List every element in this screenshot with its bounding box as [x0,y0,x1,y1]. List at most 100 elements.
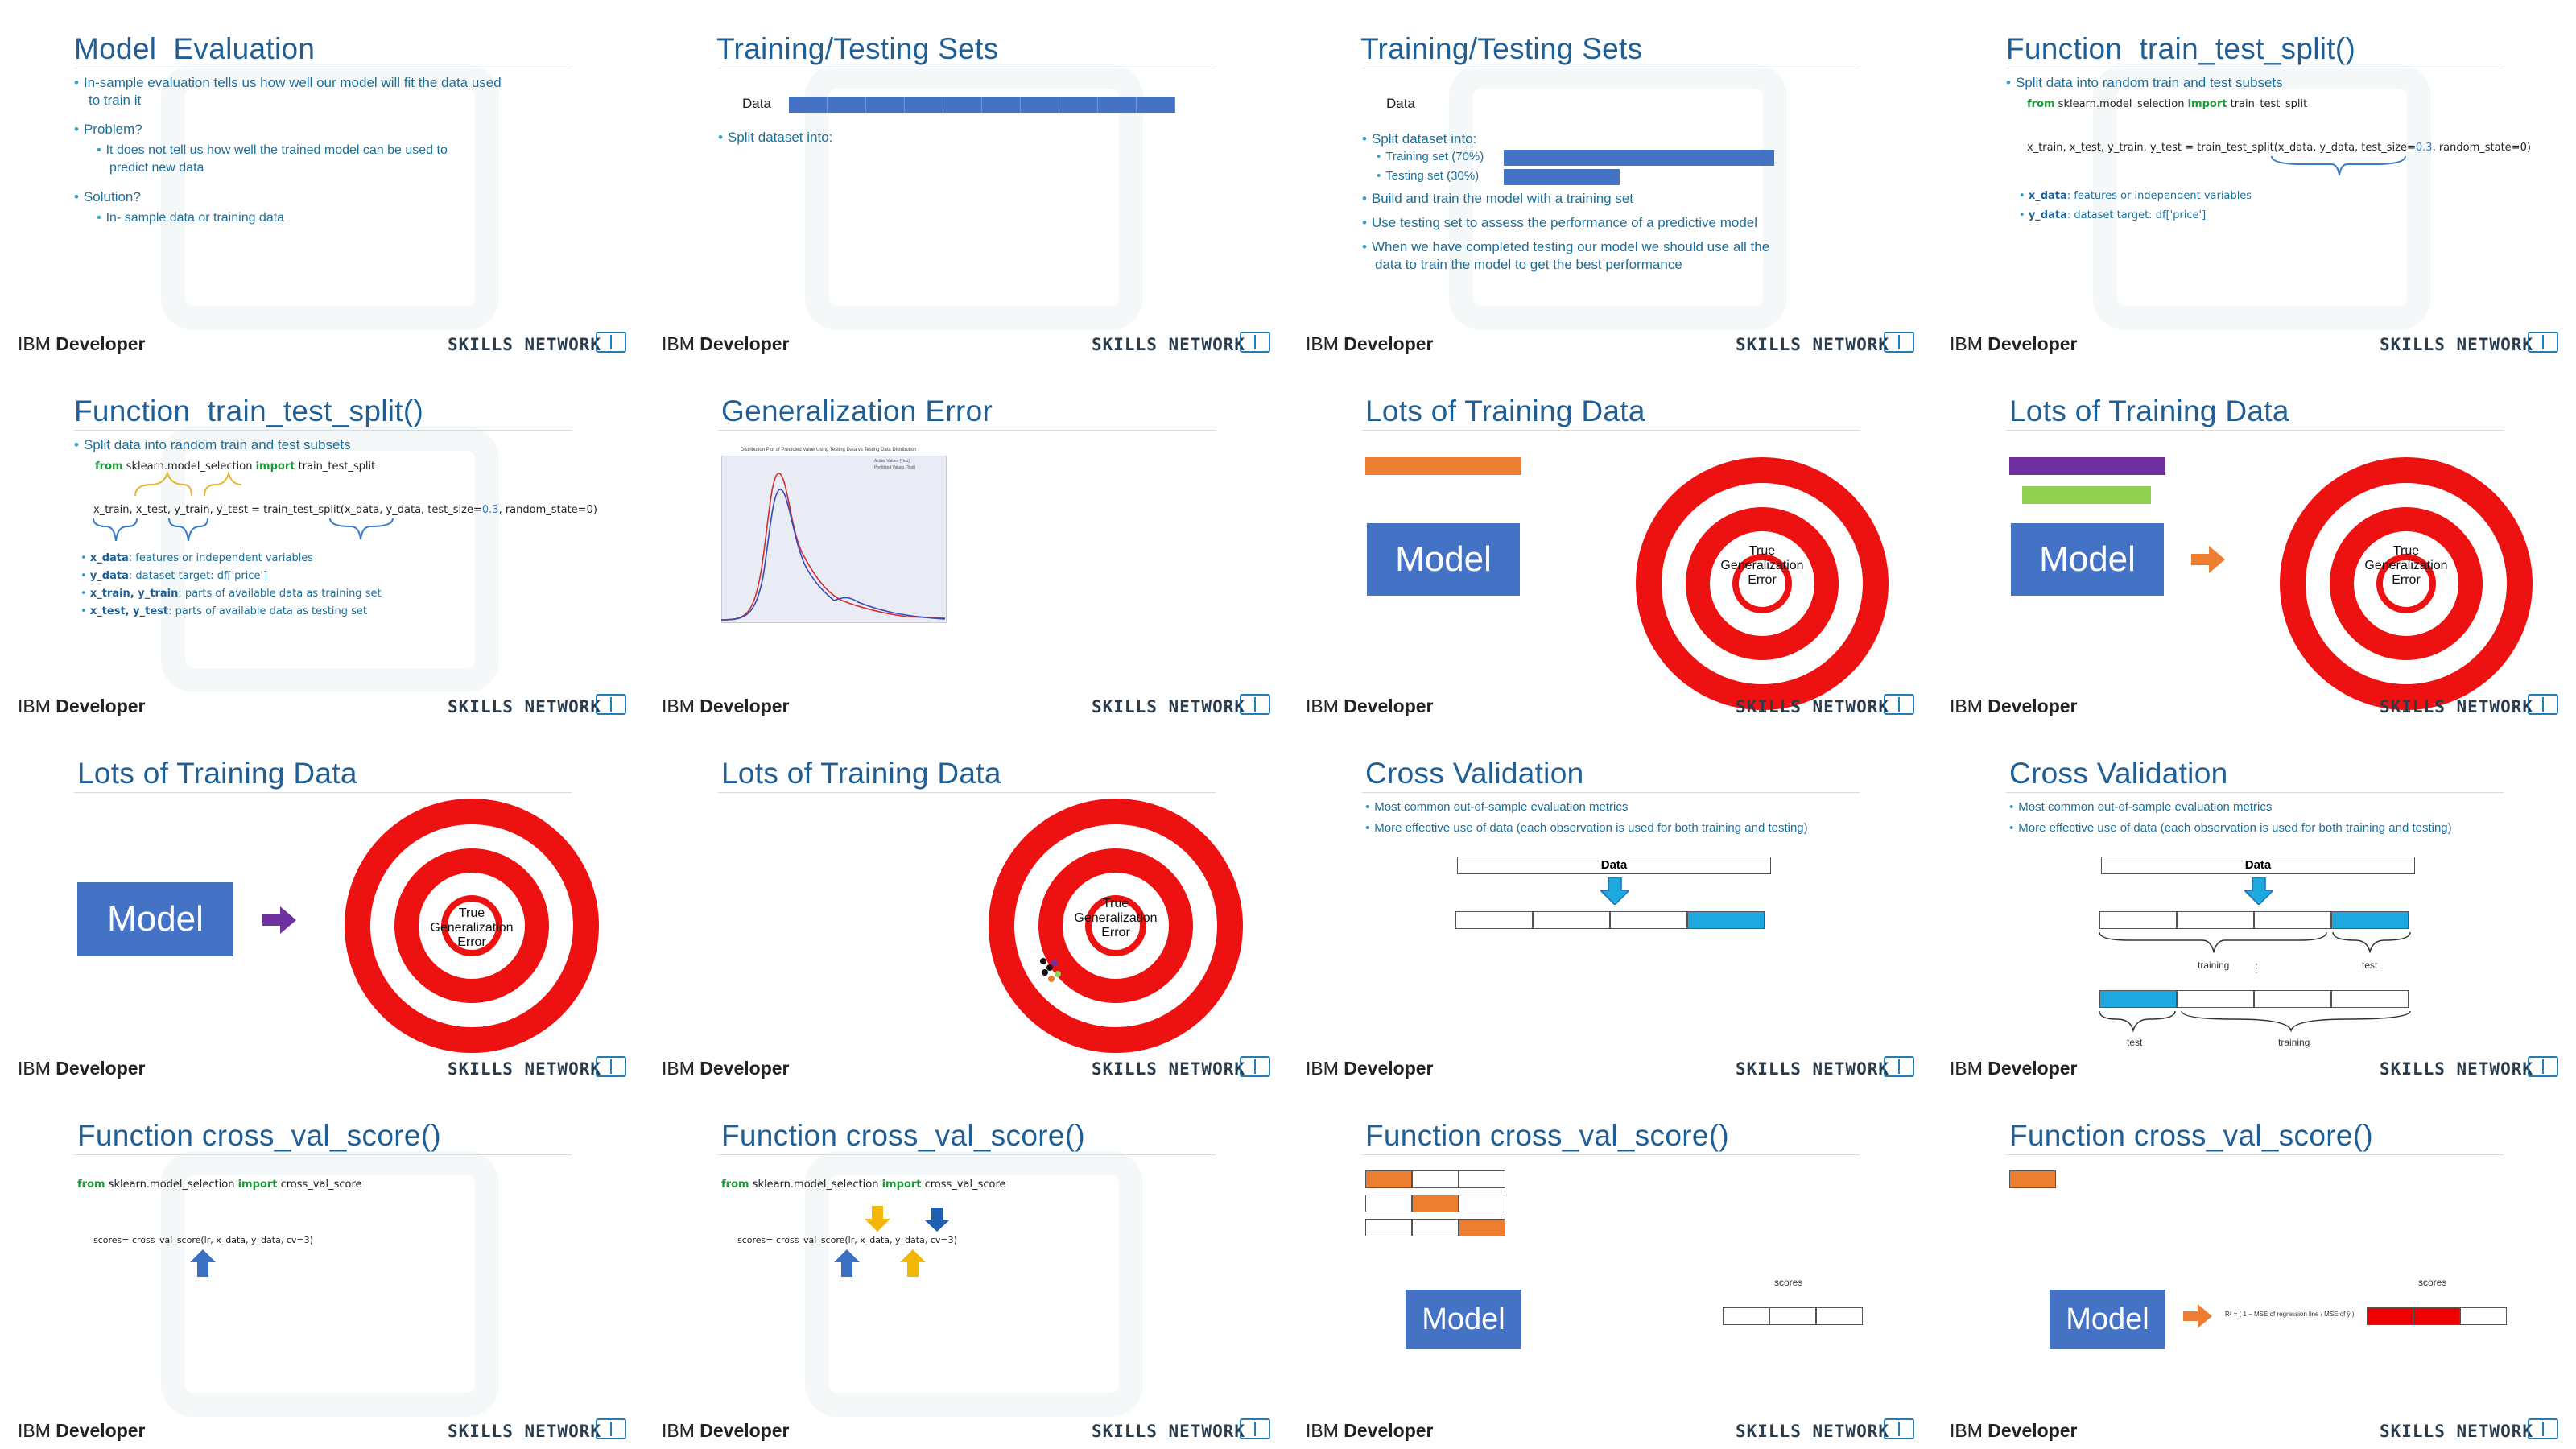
arrow-right-icon [2191,546,2225,573]
scores-label: scores [2418,1277,2447,1288]
title-rule [1362,792,1860,793]
score-3 [2460,1307,2507,1325]
sub-bullet-continuation: predict new data [109,161,204,175]
skills-network-logo: SKILLS NETWORK [448,1422,602,1441]
data-bar-purple [2009,457,2165,475]
def-train: • x_train, y_train: parts of available d… [80,588,382,600]
skills-network-watermark [161,1151,499,1417]
testing-set-bar [1504,169,1620,185]
legend-actual: Actual Values (Test) [874,459,910,464]
bullet: •Most common out-of-sample evaluation me… [1365,800,1629,814]
bullet: •When we have completed testing our mode… [1362,239,1770,254]
slide-title: Lots of Training Data [77,757,357,790]
def-test: • x_test, y_test: parts of available dat… [80,605,368,617]
ibm-developer-logo: IBM Developer [1950,1420,2078,1441]
test-label-2: test [2127,1037,2143,1048]
fold-1 [2099,911,2177,929]
slide-title: Lots of Training Data [1365,394,1645,427]
skills-network-logo: SKILLS NETWORK [1092,697,1246,716]
skills-network-logo: SKILLS NETWORK [448,335,602,354]
ibm-developer-logo: IBM Developer [1950,1058,2078,1079]
book-icon [1884,332,1914,353]
fold-1 [1455,911,1533,929]
skills-network-watermark [1449,64,1787,330]
ibm-developer-logo: IBM Developer [1306,696,1434,716]
slide-title: Cross Validation [1365,757,1584,790]
ibm-developer-logo: IBM Developer [1950,333,2078,354]
slide-cross-val-score-2: Function cross_val_score() from sklearn.… [644,1087,1288,1449]
training-label-2: training [2278,1037,2310,1048]
slide-cross-validation-1: Cross Validation •Most common out-of-sam… [1288,724,1932,1087]
sub-bullet-training: •Training set (70%) [1377,150,1484,163]
book-icon [1240,1056,1270,1077]
data-label: Data [742,96,771,111]
def-y-data: • y_data: dataset target: df['price'] [80,570,268,582]
title-rule [74,430,572,431]
score-3 [1816,1307,1863,1325]
training-label: training [2198,960,2230,971]
score-1 [1723,1307,1769,1325]
book-icon [1884,1056,1914,1077]
bullet-continuation: data to train the model to get the best … [1375,257,1682,272]
bullet: •More effective use of data (each observ… [1365,821,1808,835]
r2-formula: R² = ( 1 − MSE of regression line / MSE … [2225,1311,2355,1318]
braces-bottom [93,518,394,542]
ibm-developer-logo: IBM Developer [662,696,790,716]
title-rule [1362,1154,1860,1155]
book-icon [596,694,626,715]
skills-network-logo: SKILLS NETWORK [1092,1422,1246,1441]
title-rule [2006,1154,2504,1155]
data-bar-orange [1365,457,1521,475]
slide-training-testing-sets-2: Training/Testing Sets Data •Split datase… [1288,0,1932,362]
fold-4-test [1687,911,1765,929]
slide-title: Function train_test_split() [74,394,424,427]
ibm-developer-logo: IBM Developer [18,696,146,716]
title-rule [718,792,1216,793]
model-box: Model [1406,1290,1521,1349]
score-2 [1769,1307,1816,1325]
model-box: Model [77,882,233,956]
fold-3 [2254,911,2331,929]
slide-cross-validation-2: Cross Validation •Most common out-of-sam… [1932,724,2576,1087]
data-label: Data [1386,96,1415,111]
slide-title: Function cross_val_score() [77,1119,441,1152]
model-box: Model [1367,523,1520,596]
ibm-developer-logo: IBM Developer [662,1420,790,1441]
fold-4-test [2331,911,2409,929]
skills-network-logo: SKILLS NETWORK [1736,697,1890,716]
skills-network-logo: SKILLS NETWORK [2380,697,2534,716]
training-set-bar [1504,150,1774,166]
bullet: •Problem? [74,122,142,137]
score-2 [2413,1307,2460,1325]
bullet: •Solution? [74,189,141,204]
slide-title: Lots of Training Data [721,757,1001,790]
book-icon [2528,332,2558,353]
skills-network-watermark [161,64,499,330]
book-icon [596,1418,626,1439]
book-icon [1240,332,1270,353]
code-cross-val-call: scores= cross_val_score(lr, x_data, y_da… [93,1235,313,1245]
braces-top [134,470,242,497]
sub-bullet: •In- sample data or training data [97,211,285,225]
slide-title: Function cross_val_score() [721,1119,1085,1152]
scores-label: scores [1774,1277,1803,1288]
arrow-right-icon [2183,1304,2212,1328]
arrow-up-yellow-icon [900,1249,926,1277]
fold-test [2009,1170,2056,1188]
title-rule [718,1154,1216,1155]
book-icon [1884,1418,1914,1439]
slide-train-test-split-1: Function train_test_split() •Split data … [1932,0,2576,362]
slide-title: Model Evaluation [74,32,316,65]
ibm-developer-logo: IBM Developer [662,1058,790,1079]
slide-cross-val-score-3: Function cross_val_score() Model scores … [1288,1087,1932,1449]
code-split-call: x_train, x_test, y_train, y_test = train… [93,504,597,516]
fold-4 [2331,990,2409,1008]
skills-network-logo: SKILLS NETWORK [2380,1422,2534,1441]
bullet: •Most common out-of-sample evaluation me… [2009,800,2273,814]
fold-2 [1533,911,1610,929]
model-box: Model [2011,523,2164,596]
code-import: from sklearn.model_selection import cros… [77,1179,362,1191]
